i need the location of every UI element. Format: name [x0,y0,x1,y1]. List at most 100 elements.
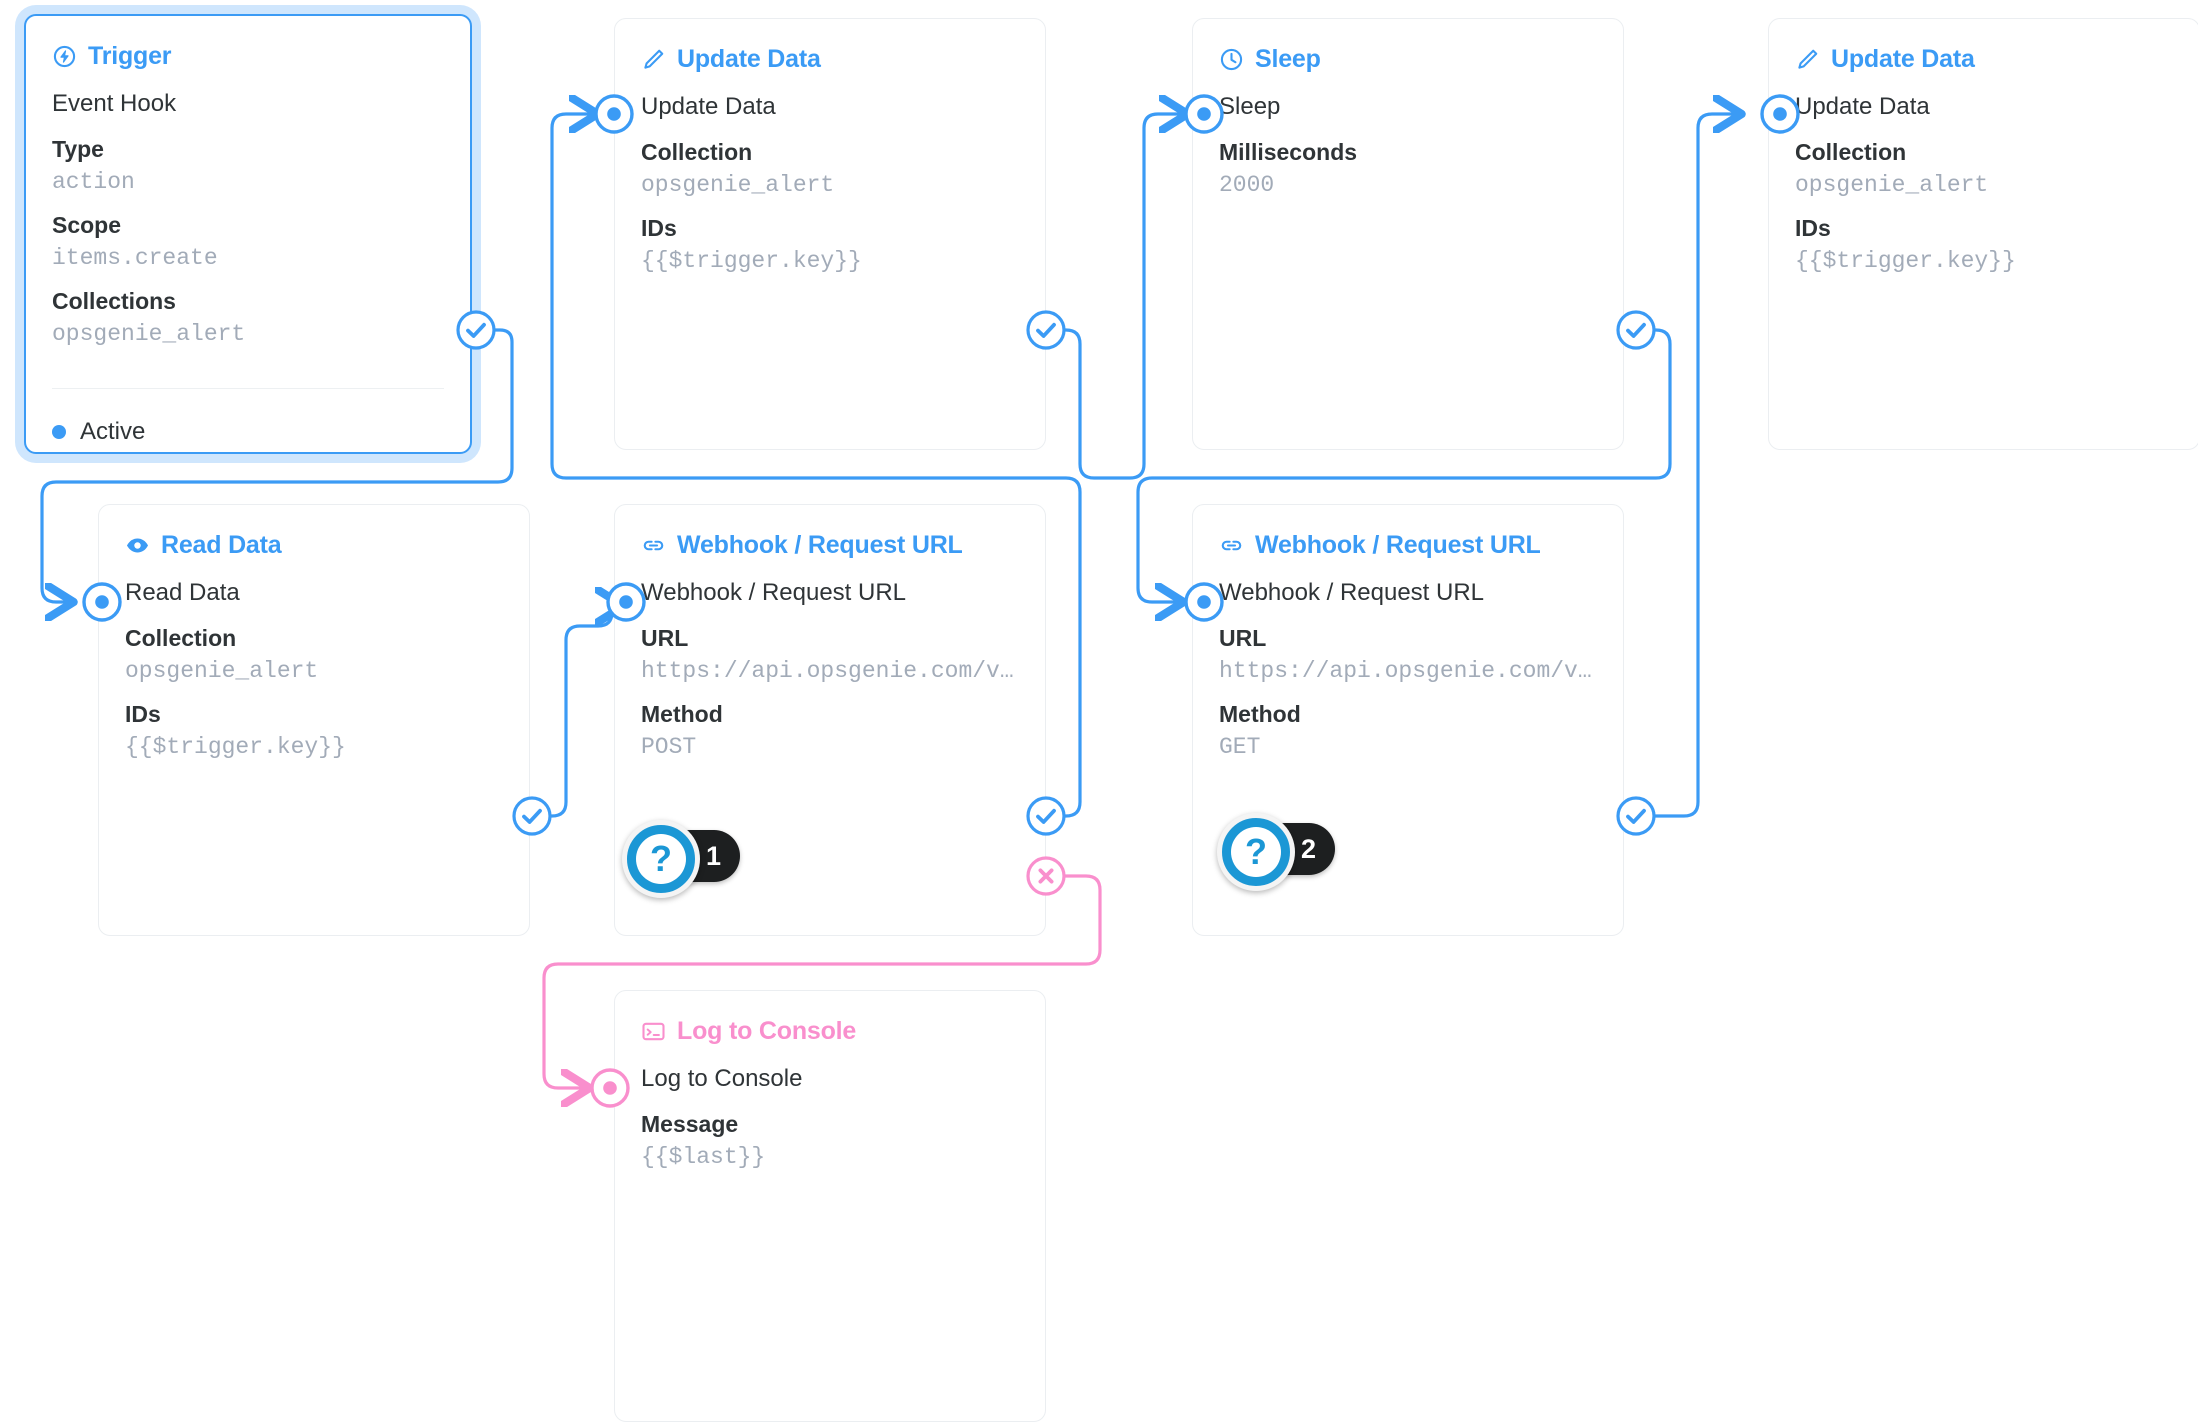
port-output-webhook-1[interactable] [1022,792,1070,840]
eye-icon [125,533,150,558]
port-error-webhook-1[interactable] [1022,852,1070,900]
node-header-label: Read Data [161,531,282,559]
node-row-title: Update Data [641,93,776,120]
field-label-collection: Collection [1795,138,1907,165]
status-label: Active [80,418,146,445]
port-input-log-to-console[interactable] [586,1064,634,1112]
node-header-webhook-2: Webhook / Request URL [1193,505,1623,560]
hint-marker-2[interactable]: 2 ? [1217,813,1335,891]
node-row-title: Webhook / Request URL [1219,579,1485,606]
field-label-ids: IDs [641,215,677,242]
node-card-trigger[interactable]: Trigger Event Hook Type action Scope ite… [24,14,472,454]
port-input-sleep[interactable] [1180,90,1228,138]
console-icon [641,1019,666,1044]
port-input-update-data-1[interactable] [590,90,638,138]
node-card-read-data[interactable]: Read Data Read Data Collection opsgenie_… [98,504,530,936]
node-row-title: Read Data [125,579,240,606]
field-label-url: URL [1219,624,1267,651]
node-header-label: Update Data [1831,45,1975,73]
card-divider [52,388,444,389]
node-row-title: Update Data [1795,93,1930,120]
port-output-sleep[interactable] [1612,306,1660,354]
status-badge-active: Active [26,398,470,466]
port-input-update-data-2[interactable] [1756,90,1804,138]
node-card-update-data-2[interactable]: Update Data Update Data Collection opsge… [1768,18,2198,450]
node-body-sleep: Sleep Milliseconds 2000 [1193,74,1623,201]
help-icon-2[interactable]: ? [1217,813,1295,891]
pencil-icon [1795,47,1820,72]
port-output-webhook-2[interactable] [1612,792,1660,840]
node-body-update-data-1: Update Data Collection opsgenie_alert ID… [615,74,1045,277]
field-value-scope: items.create [52,245,218,272]
field-label-ids: IDs [125,701,161,728]
field-label-collection: Collection [125,624,237,651]
node-card-log-to-console[interactable]: Log to Console Log to Console Message {{… [614,990,1046,1422]
node-header-label: Webhook / Request URL [1255,531,1541,559]
port-output-trigger[interactable] [452,306,500,354]
node-header-update-data-1: Update Data [615,19,1045,74]
field-label-method: Method [1219,701,1301,728]
field-value-collection: opsgenie_alert [1795,171,1989,198]
link-icon [641,533,666,558]
field-value-method: GET [1219,734,1261,761]
node-body-webhook-1: Webhook / Request URL URL https://api.op… [615,560,1045,763]
node-header-label: Update Data [677,45,821,73]
field-value-ids: {{$trigger.key}} [641,248,862,275]
node-header-label: Sleep [1255,45,1321,73]
port-input-read-data[interactable] [78,578,126,626]
node-row-title: Webhook / Request URL [641,579,907,606]
field-label-type: Type [52,135,104,162]
node-header-label: Log to Console [677,1017,857,1045]
port-input-webhook-2[interactable] [1180,578,1228,626]
field-value-ids: {{$trigger.key}} [125,734,346,761]
field-label-message: Message [641,1110,739,1137]
node-body-log-to-console: Log to Console Message {{$last}} [615,1046,1045,1173]
status-dot-icon [52,425,66,439]
node-header-log-to-console: Log to Console [615,991,1045,1046]
field-value-method: POST [641,734,697,761]
field-label-milliseconds: Milliseconds [1219,138,1358,165]
port-output-read-data[interactable] [508,792,556,840]
node-row-title: Log to Console [641,1065,803,1092]
trigger-bolt-icon [52,44,77,69]
node-header-label: Trigger [88,42,172,70]
field-label-collection: Collection [641,138,753,165]
node-header-read-data: Read Data [99,505,529,560]
field-value-message: {{$last}} [641,1143,766,1170]
field-label-url: URL [641,624,689,651]
hint-glyph-2: ? [1231,827,1281,877]
clock-icon [1219,47,1244,72]
node-row-title: Sleep [1219,93,1281,120]
hint-marker-1[interactable]: 1 ? [622,820,740,898]
field-label-method: Method [641,701,723,728]
node-header-sleep: Sleep [1193,19,1623,74]
hint-glyph-1: ? [636,834,686,884]
port-input-webhook-1[interactable] [602,578,650,626]
field-value-type: action [52,168,135,195]
field-value-collection: opsgenie_alert [125,657,319,684]
link-icon [1219,533,1244,558]
field-value-collection: opsgenie_alert [641,171,835,198]
field-label-ids: IDs [1795,215,1831,242]
field-value-collections: opsgenie_alert [52,321,246,348]
node-header-label: Webhook / Request URL [677,531,963,559]
field-value-url: https://api.opsgenie.com/v… [641,657,1014,684]
field-label-scope: Scope [52,212,122,239]
node-body-read-data: Read Data Collection opsgenie_alert IDs … [99,560,529,763]
node-header-trigger: Trigger [26,16,470,71]
pencil-icon [641,47,666,72]
port-output-update-data-1[interactable] [1022,306,1070,354]
node-body-update-data-2: Update Data Collection opsgenie_alert ID… [1769,74,2198,277]
help-icon-1[interactable]: ? [622,820,700,898]
field-label-collections: Collections [52,288,176,315]
node-card-update-data-1[interactable]: Update Data Update Data Collection opsge… [614,18,1046,450]
node-body-trigger: Event Hook Type action Scope items.creat… [26,71,470,350]
node-header-update-data-2: Update Data [1769,19,2198,74]
node-header-webhook-1: Webhook / Request URL [615,505,1045,560]
field-value-url: https://api.opsgenie.com/v… [1219,657,1592,684]
node-body-webhook-2: Webhook / Request URL URL https://api.op… [1193,560,1623,763]
field-value-milliseconds: 2000 [1219,171,1275,198]
field-value-ids: {{$trigger.key}} [1795,248,2016,275]
node-card-sleep[interactable]: Sleep Sleep Milliseconds 2000 [1192,18,1624,450]
